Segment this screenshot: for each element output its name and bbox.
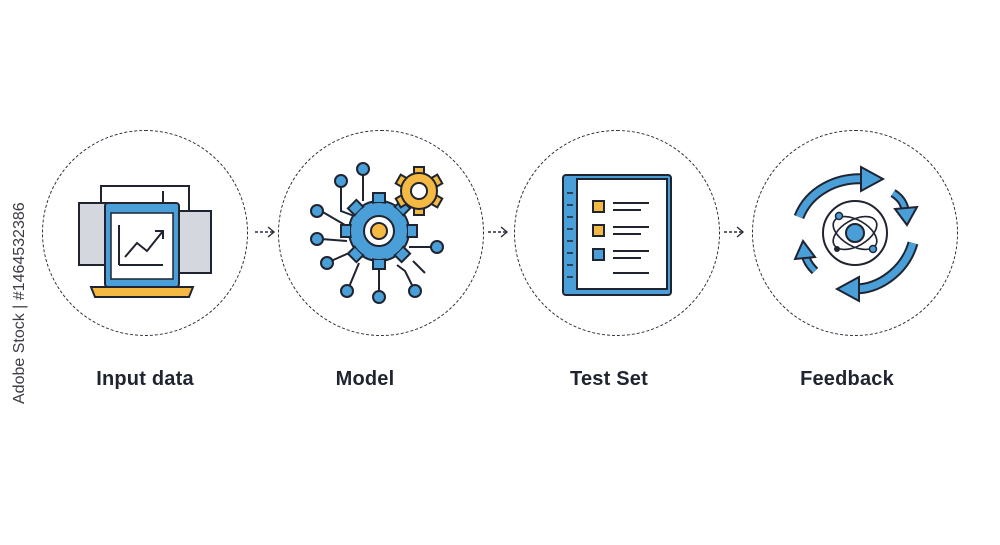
stock-caption: Adobe Stock | #1464532386 (11, 202, 28, 404)
checklist-document-icon (562, 174, 672, 296)
step-label: Input data (96, 368, 194, 390)
step-label: Test Set (570, 368, 648, 390)
step-test-set (514, 130, 720, 336)
dashed-circle (514, 130, 720, 336)
step-label: Model (335, 368, 395, 390)
arrow-right-icon (488, 226, 509, 238)
arrow-right-icon (724, 226, 745, 238)
cycle-arrows-icon (793, 165, 919, 303)
step-feedback (752, 130, 958, 336)
step-model (278, 130, 484, 336)
network-gears-icon (310, 162, 444, 304)
dashed-circle (278, 130, 484, 336)
laptop-chart-icon (78, 185, 212, 298)
dashed-circle (752, 130, 958, 336)
step-label: Feedback (800, 368, 894, 390)
step-input-data (42, 130, 248, 336)
dashed-circle (42, 130, 248, 336)
arrow-right-icon (255, 226, 276, 238)
